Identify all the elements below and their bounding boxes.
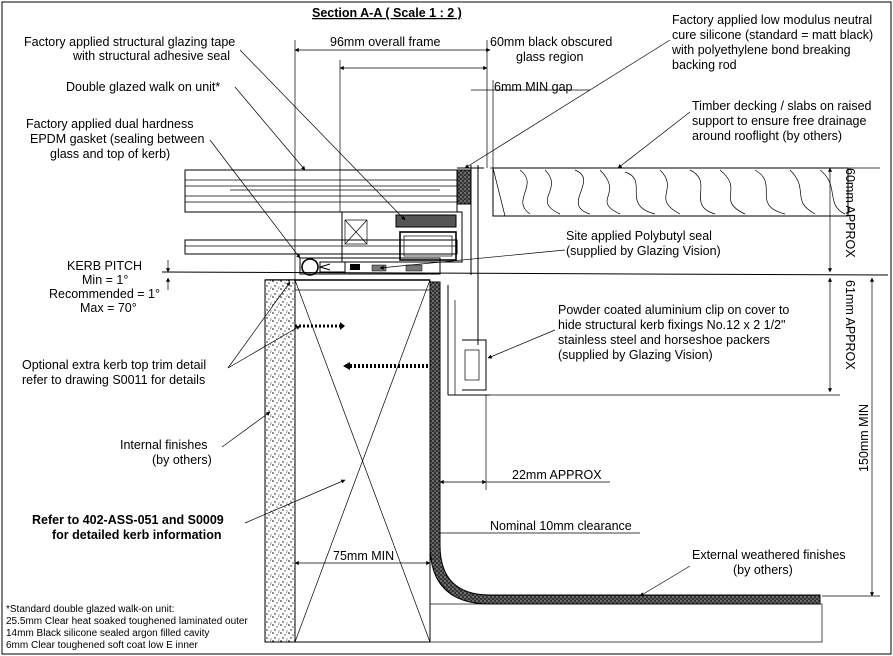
label-external-2: (by others) — [733, 563, 793, 577]
label-glazing-tape-2: with structural adhesive seal — [72, 49, 230, 63]
label-clip-1: Powder coated aluminium clip on cover to — [558, 303, 789, 317]
label-silicone-3: with polyethylene bond breaking — [671, 43, 851, 57]
label-silicone-4: backing rod — [672, 58, 737, 72]
label-polybutyl-1: Site applied Polybutyl seal — [566, 229, 712, 243]
label-polybutyl-2: (supplied by Glazing Vision) — [566, 244, 721, 258]
label-overall-frame: 96mm overall frame — [330, 35, 440, 49]
label-timber-2: support to ensure free drainage — [692, 114, 866, 128]
label-internal-2: (by others) — [152, 453, 212, 467]
label-kerb-pitch: KERB PITCH — [67, 259, 142, 273]
label-kerb-min: Min = 1° — [82, 273, 128, 287]
label-trim-2: refer to drawing S0011 for details — [22, 373, 205, 387]
label-trim-1: Optional extra kerb top trim detail — [22, 358, 206, 372]
footnote-line-3: 6mm Clear toughened soft coat low E inne… — [6, 640, 198, 651]
kerb-box — [294, 279, 431, 643]
internal-finish — [264, 279, 296, 643]
footnote-line-0: *Standard double glazed walk-on unit: — [6, 604, 174, 615]
label-dim-22: 22mm APPROX — [512, 468, 602, 482]
label-dim-150: 150mm MIN — [857, 404, 871, 472]
label-timber-1: Timber decking / slabs on raised — [692, 99, 872, 113]
footnote-line-2: 14mm Black silicone sealed argon filled … — [6, 628, 209, 639]
label-dim-61: 61mm APPROX — [843, 280, 857, 370]
label-clearance: Nominal 10mm clearance — [490, 519, 632, 533]
kerb-screws — [295, 322, 440, 370]
label-dim-60: 60mm APPROX — [843, 168, 857, 258]
label-clip-4: (supplied by Glazing Vision) — [558, 348, 713, 362]
label-kerb-rec: Recommended = 1° — [49, 287, 160, 301]
silicone-seal — [456, 169, 472, 205]
label-external-1: External weathered finishes — [692, 548, 846, 562]
kerb-top-line — [161, 271, 889, 276]
leader-lines — [209, 39, 691, 597]
label-glazing-tape-1: Factory applied structural glazing tape — [24, 35, 235, 49]
label-clip-2: hide structural kerb fixings No.12 x 2 1… — [558, 318, 785, 332]
aluminium-clip — [447, 275, 490, 396]
label-walk-on: Double glazed walk on unit* — [66, 80, 220, 94]
label-epdm-3: glass and top of kerb) — [50, 147, 170, 161]
label-refer-1: Refer to 402-ASS-051 and S0009 — [32, 513, 224, 527]
label-timber-3: around rooflight (by others) — [692, 129, 842, 143]
timber-decking — [492, 167, 849, 217]
glass-unit — [184, 169, 463, 263]
external-membrane — [429, 281, 821, 605]
label-clip-3: stainless steel and horseshoe packers — [558, 333, 770, 347]
section-title: Section A-A ( Scale 1 : 2 ) — [312, 6, 462, 20]
footnote-line-1: 25.5mm Clear heat soaked toughened lamin… — [6, 616, 248, 627]
label-dim-75: 75mm MIN — [333, 549, 394, 563]
label-internal-1: Internal finishes — [120, 438, 208, 452]
label-min-gap: 6mm MIN gap — [494, 80, 573, 94]
label-obscured-2: glass region — [516, 50, 583, 64]
label-refer-2: for detailed kerb information — [52, 528, 221, 542]
label-kerb-max: Max = 70° — [80, 301, 137, 315]
label-epdm-1: Factory applied dual hardness — [26, 117, 193, 131]
label-silicone-2: cure silicone (standard = matt black) — [672, 28, 873, 42]
label-silicone-1: Factory applied low modulus neutral — [672, 13, 872, 27]
epdm-gasket — [299, 257, 441, 276]
label-epdm-2: EPDM gasket (sealing between — [30, 132, 204, 146]
label-obscured-1: 60mm black obscured — [490, 35, 612, 49]
